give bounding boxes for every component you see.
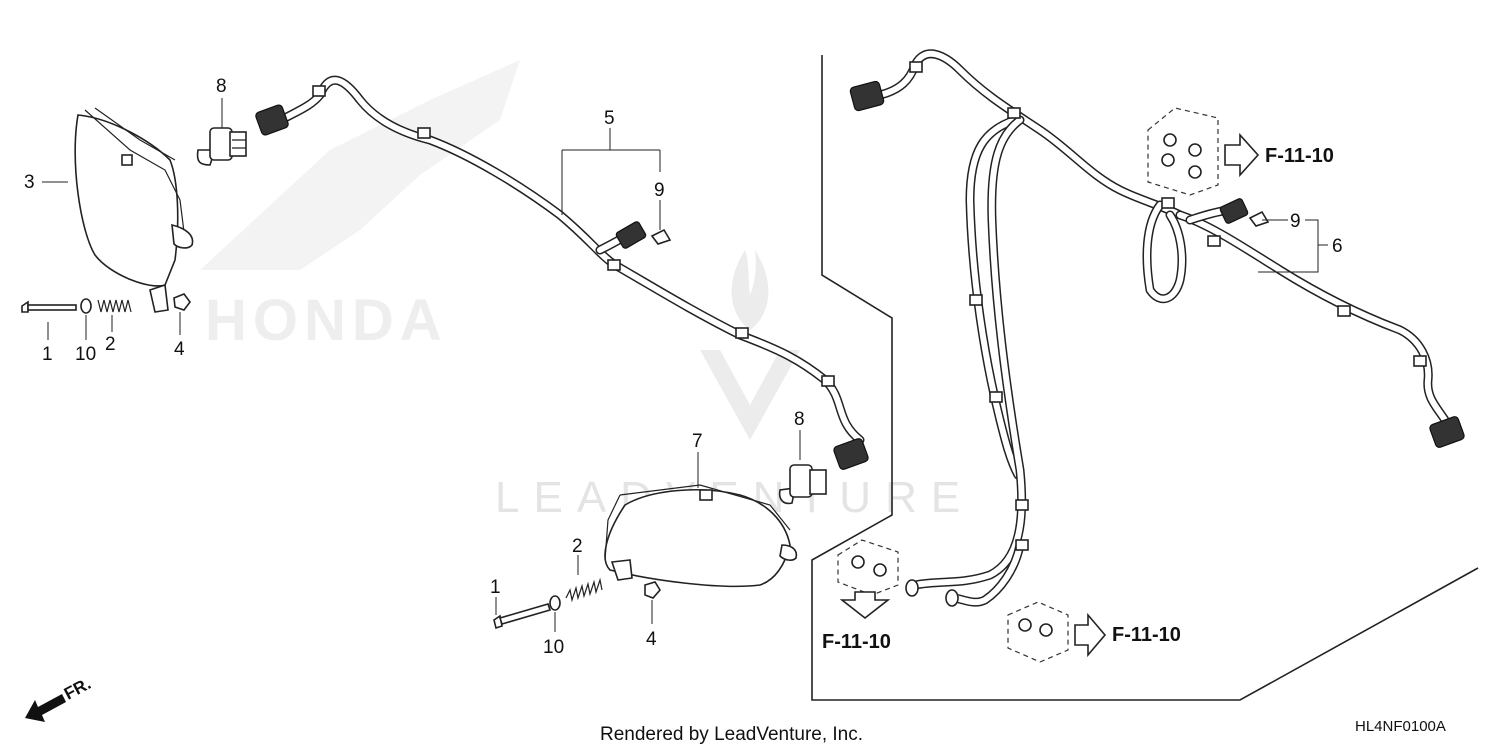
leader-lines [42, 98, 1328, 632]
middle-bulb [778, 464, 827, 505]
callout-1-left: 1 [42, 344, 53, 365]
callout-9-right: 9 [1290, 211, 1301, 232]
leadventure-watermark: LEADVENTURE [495, 250, 960, 522]
callout-8-middle: 8 [794, 409, 805, 430]
middle-headlight-assembly [604, 484, 798, 588]
middle-hardware [493, 577, 661, 630]
left-harness-connector-end [833, 438, 869, 470]
ref-group-top-right [1147, 107, 1260, 196]
ref-arrow-down [839, 591, 891, 620]
middle-headlight-lens [604, 489, 791, 588]
callout-6: 6 [1332, 236, 1343, 257]
callout-3: 3 [24, 172, 35, 193]
left-bulb [196, 127, 247, 166]
left-clip [650, 228, 672, 245]
callout-5: 5 [604, 108, 615, 129]
callout-7: 7 [692, 431, 703, 452]
left-headlight-bracket [149, 283, 169, 313]
background-honda-wing-logo: HONDA [200, 60, 520, 353]
callout-10-left: 10 [75, 344, 96, 365]
right-harness-connector-end [1429, 416, 1465, 448]
footer-credit: Rendered by LeadVenture, Inc. [600, 724, 863, 745]
ref-group-bottom-left [837, 539, 899, 620]
left-harness-connector-top [255, 104, 289, 136]
left-harness [255, 75, 869, 470]
reference-label-top-right[interactable]: F-11-10 [1265, 145, 1334, 167]
callout-2-middle: 2 [572, 536, 583, 557]
background-honda-text: HONDA [205, 288, 448, 353]
callout-1-middle: 1 [490, 577, 501, 598]
callout-2-left: 2 [105, 334, 116, 355]
right-harness-connector-top [849, 80, 885, 112]
reference-label-bottom-mid[interactable]: F-11-10 [1112, 624, 1181, 646]
left-headlight-lens [74, 114, 179, 287]
callout-4-middle: 4 [646, 629, 657, 650]
right-harness [849, 49, 1465, 607]
callout-4-left: 4 [174, 339, 185, 360]
left-harness-connector-mid [615, 221, 647, 249]
ref-arrow-right-bottom [1074, 612, 1107, 658]
callout-8-left: 8 [216, 76, 227, 97]
callout-9-left: 9 [654, 180, 665, 201]
diagram-code: HL4NF0100A [1355, 718, 1446, 735]
right-harness-connector-mid [1219, 198, 1249, 224]
left-hardware [21, 293, 191, 314]
right-section-frame [811, 55, 1479, 701]
ref-arrow-right-top [1224, 132, 1260, 178]
left-headlight-assembly [74, 107, 194, 313]
right-clip [1248, 210, 1270, 227]
callout-10-middle: 10 [543, 637, 564, 658]
ref-group-bottom-mid [1007, 601, 1107, 663]
reference-label-bottom-left[interactable]: F-11-10 [822, 631, 891, 653]
front-indicator-label: FR. [61, 674, 94, 704]
front-direction-indicator: FR. [25, 674, 94, 722]
